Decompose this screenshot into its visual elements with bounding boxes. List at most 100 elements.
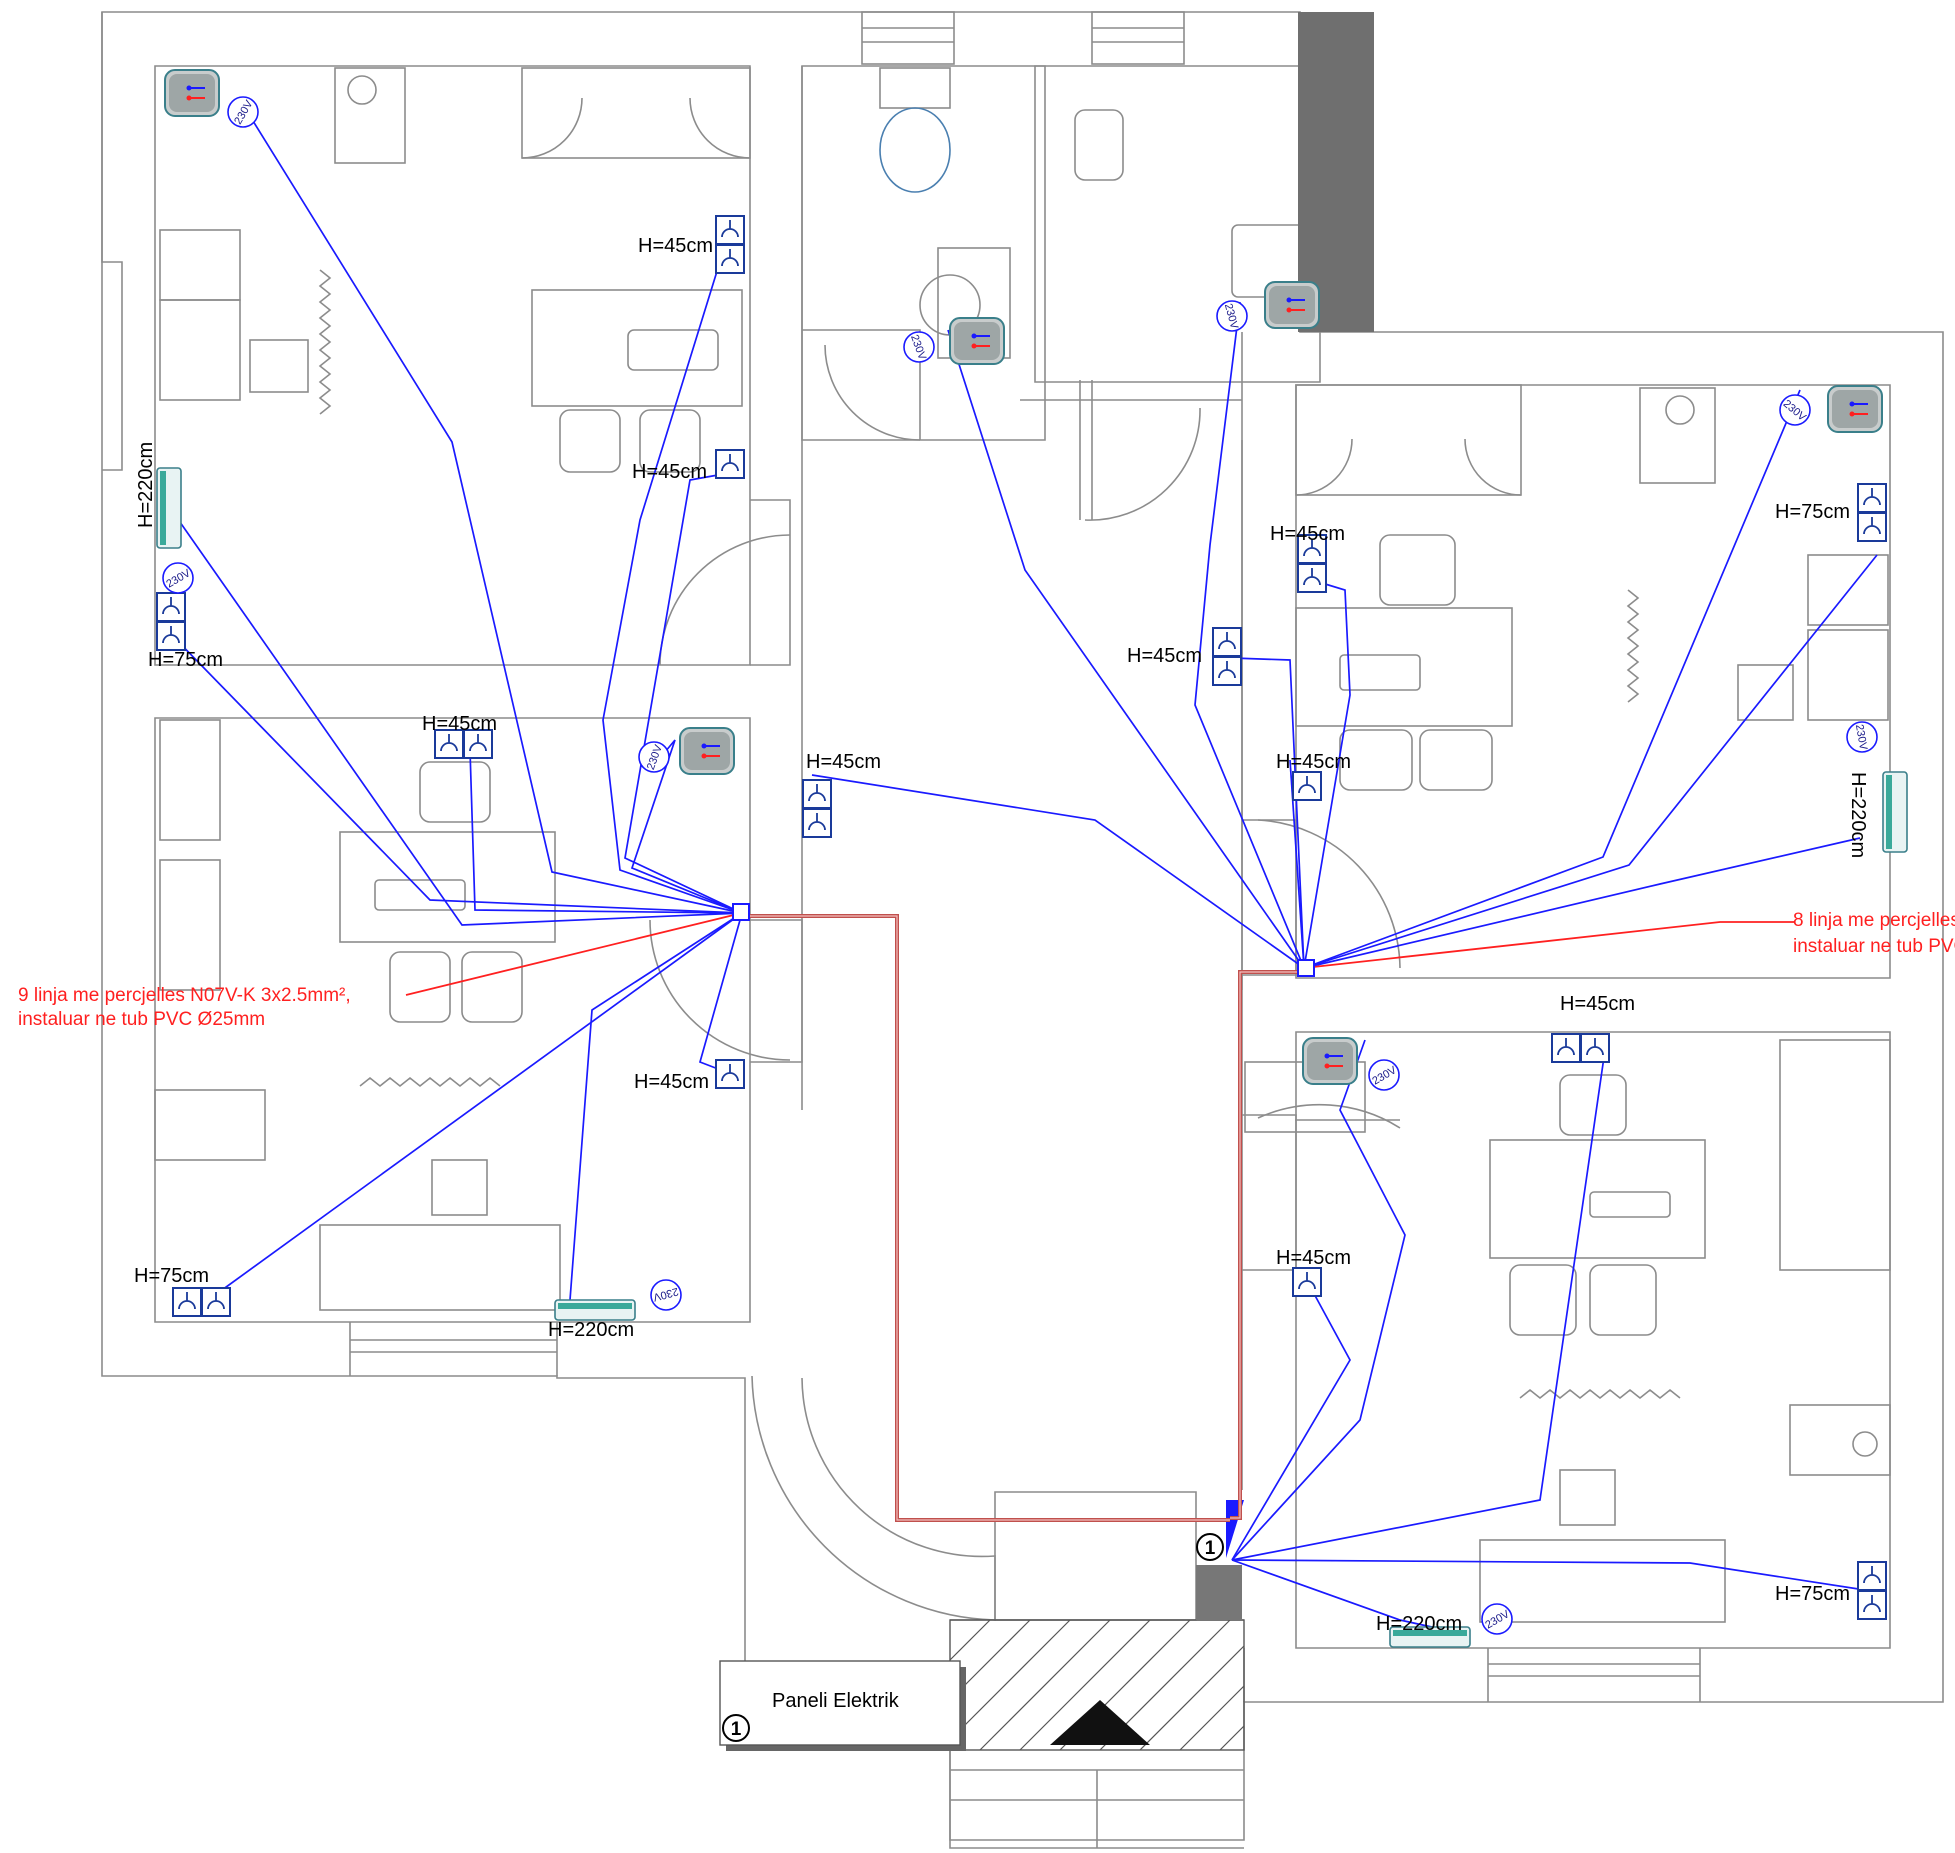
water-heater-icon	[1264, 281, 1320, 329]
ac-height-label: H=220cm	[1847, 772, 1869, 858]
socket-outlet: H=45cm	[802, 751, 881, 838]
voltage-badge: 230V	[638, 741, 670, 773]
socket-outlet: H=75cm	[148, 592, 223, 671]
socket-icon	[162, 626, 180, 644]
panel-title: Paneli Elektrik	[772, 1690, 900, 1712]
voltage-badge: 230V	[162, 562, 194, 594]
socket-icon	[1863, 488, 1881, 506]
socket-icon	[207, 1292, 225, 1310]
socket-outlet: H=45cm	[422, 713, 497, 759]
voltage-badge: 230V	[650, 1279, 682, 1311]
note-left-line1: 9 linja me percjelles N07V-K 3x2.5mm²,	[18, 985, 351, 1006]
socket-height-label: H=75cm	[1775, 501, 1850, 523]
socket-height-label: H=45cm	[1276, 751, 1351, 773]
socket-icon	[1218, 632, 1236, 650]
note-right-line2: instaluar ne tub PVC Ø25mm	[1793, 936, 1955, 957]
socket-outlet: H=45cm	[1276, 751, 1351, 801]
socket-icon	[1557, 1038, 1575, 1056]
socket-icon	[1863, 1566, 1881, 1584]
socket-height-label: H=45cm	[1270, 523, 1345, 545]
socket-icon	[162, 597, 180, 615]
socket-outlet: H=45cm	[1276, 1247, 1351, 1297]
socket-height-label: H=45cm	[1276, 1247, 1351, 1269]
socket-outlet: H=45cm	[632, 449, 745, 483]
note-leaders	[405, 912, 1795, 996]
voltage-badge: 230V	[1216, 300, 1248, 332]
ac-height-label: H=220cm	[1376, 1613, 1462, 1635]
panel-number: 1	[731, 1719, 742, 1740]
voltage-label: 230V	[1853, 723, 1869, 751]
socket-icon	[440, 734, 458, 752]
distribution-panel-box	[1196, 1565, 1242, 1620]
socket-height-label: H=45cm	[634, 1071, 709, 1093]
socket-icon	[1218, 661, 1236, 679]
socket-height-label: H=45cm	[638, 235, 713, 257]
socket-icon	[808, 813, 826, 831]
voltage-badge: 230V	[1368, 1059, 1400, 1091]
panel-legend: Paneli Elektrik 1	[719, 1660, 966, 1751]
panel-marker: 1	[1196, 1533, 1224, 1561]
voltage-badge: 230V	[1846, 721, 1878, 753]
socket-icon	[1303, 568, 1321, 586]
socket-icon	[1586, 1038, 1604, 1056]
socket-outlets: H=45cmH=45cmH=45cmH=45cmH=45cmH=45cmH=45…	[134, 215, 1887, 1620]
socket-height-label: H=75cm	[148, 649, 223, 671]
socket-outlet: H=45cm	[638, 215, 745, 274]
socket-outlet: H=45cm	[1127, 627, 1242, 686]
junction-box-left	[732, 903, 750, 921]
ac-height-label: H=220cm	[135, 442, 157, 528]
socket-icon	[1863, 1595, 1881, 1613]
feeder-conduits	[745, 914, 1305, 1522]
socket-outlet: H=45cm	[634, 1059, 745, 1093]
socket-outlet: H=75cm	[1775, 483, 1887, 542]
socket-height-label: H=45cm	[422, 713, 497, 735]
socket-outlet: H=75cm	[1775, 1561, 1887, 1620]
water-heater-icon	[679, 727, 735, 775]
socket-icon	[721, 249, 739, 267]
socket-height-label: H=45cm	[632, 461, 707, 483]
note-left-line2: instaluar ne tub PVC Ø25mm	[18, 1009, 265, 1030]
water-heaters	[164, 69, 1883, 1085]
air-conditioner-unit: H=220cm	[548, 1299, 636, 1341]
panel-marker-number: 1	[1205, 1538, 1216, 1559]
socket-height-label: H=45cm	[1127, 645, 1202, 667]
socket-icon	[721, 220, 739, 238]
socket-outlet: H=45cm	[1551, 993, 1635, 1063]
air-conditioner-unit: H=220cm	[1376, 1613, 1471, 1648]
socket-outlet: H=45cm	[1270, 523, 1345, 593]
water-heater-icon	[1827, 385, 1883, 433]
socket-icon	[721, 1064, 739, 1082]
socket-height-label: H=75cm	[134, 1265, 209, 1287]
entrance-arrow-icon	[1050, 1700, 1150, 1745]
socket-icon	[1863, 517, 1881, 535]
air-conditioner-unit: H=220cm	[1847, 771, 1908, 858]
socket-icon	[178, 1292, 196, 1310]
socket-icon	[469, 734, 487, 752]
socket-icon	[721, 454, 739, 472]
socket-height-label: H=45cm	[806, 751, 881, 773]
socket-icon	[1298, 1272, 1316, 1290]
socket-icon	[808, 784, 826, 802]
voltage-badge: 230V	[1481, 1603, 1513, 1635]
junction-box-right	[1297, 959, 1315, 977]
voltage-badge: 230V	[903, 331, 935, 363]
building-walls	[101, 11, 1944, 1849]
socket-outlet: H=75cm	[134, 1265, 231, 1317]
socket-icon	[1298, 776, 1316, 794]
panel-number-circle	[722, 1714, 750, 1742]
socket-icon	[1303, 539, 1321, 557]
voltage-badge: 230V	[1779, 394, 1811, 426]
note-right-line1: 8 linja me percjelles N07V-K 3x2.5mm²,	[1793, 910, 1955, 931]
ac-height-label: H=220cm	[548, 1319, 634, 1341]
water-heater-icon	[949, 317, 1005, 365]
water-heater-icon	[1302, 1037, 1358, 1085]
air-conditioner-unit: H=220cm	[135, 442, 182, 549]
socket-height-label: H=75cm	[1775, 1583, 1850, 1605]
voltage-badges: 230V 230V 230V 230V 230V 230V 230V 230V 230V 230V	[162, 96, 1878, 1635]
socket-height-label: H=45cm	[1560, 993, 1635, 1015]
circuit-wires	[164, 99, 1878, 1636]
entrance-hatch	[949, 1619, 1245, 1751]
voltage-badge: 230V	[227, 96, 259, 128]
